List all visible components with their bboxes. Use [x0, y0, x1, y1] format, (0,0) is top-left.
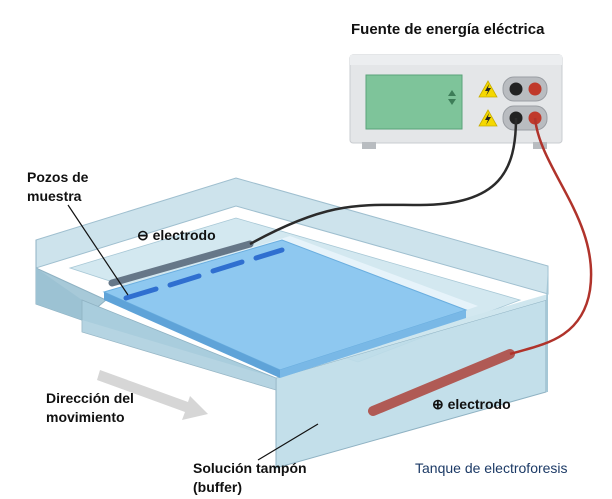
display-up-arrow-icon: [448, 90, 456, 96]
buffer-label-line1: Solución tampón: [193, 460, 307, 476]
sample-well: [167, 273, 202, 288]
movement-direction-arrow-icon: [97, 370, 208, 420]
power-supply: [349, 54, 563, 149]
negative-terminal: [509, 82, 523, 96]
positive-electrode-rod: [368, 349, 515, 416]
high-voltage-warning-icon: [478, 109, 498, 127]
power-display: [365, 74, 463, 130]
buffer-label-line2: (buffer): [193, 479, 242, 495]
sample-well: [253, 247, 285, 261]
sample-wells-label-line2: muestra: [27, 188, 82, 204]
display-down-arrow-icon: [448, 99, 456, 105]
sample-well: [123, 286, 159, 301]
positive-wire: [509, 117, 593, 356]
negative-wire: [249, 117, 518, 246]
power-supply-label: Fuente de energía eléctrica: [351, 21, 545, 38]
direction-label-line2: movimiento: [46, 409, 125, 425]
high-voltage-warning-icon: [478, 80, 498, 98]
negative-electrode-label: ⊖ electrodo: [137, 227, 216, 243]
tank-label: Tanque de electroforesis: [415, 460, 568, 476]
buffer-leader-line: [257, 423, 319, 461]
sample-wells: [123, 247, 285, 301]
wells-leader-line: [67, 204, 129, 296]
positive-terminal: [528, 82, 542, 96]
gel-slab: [102, 236, 478, 378]
sample-well: [210, 259, 245, 274]
negative-electrode-rod: [108, 240, 254, 287]
direction-label-line1: Dirección del: [46, 390, 134, 406]
sample-wells-label-line1: Pozos de: [27, 169, 89, 185]
positive-electrode-label: ⊕ electrodo: [432, 396, 511, 412]
